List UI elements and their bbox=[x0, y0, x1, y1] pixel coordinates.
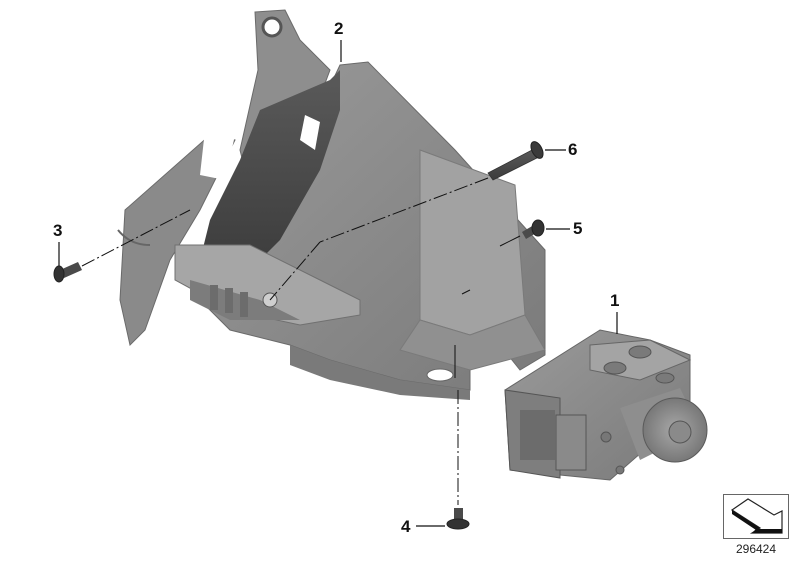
screw-part-4 bbox=[446, 508, 470, 530]
callout-2: 2 bbox=[334, 19, 344, 38]
direction-arrow-icon bbox=[730, 498, 783, 534]
callout-6: 6 bbox=[568, 140, 578, 159]
callout-1: 1 bbox=[610, 291, 620, 310]
bracket-part-2 bbox=[117, 9, 546, 400]
screw-part-3 bbox=[53, 262, 82, 283]
abs-unit-part-1 bbox=[504, 329, 708, 481]
screw-part-5 bbox=[522, 219, 545, 239]
bolt-part-6 bbox=[487, 141, 544, 181]
assembly-lines bbox=[81, 177, 521, 505]
reference-box bbox=[723, 494, 789, 539]
diagram-reference-number: 296424 bbox=[735, 542, 777, 556]
callout-3: 3 bbox=[53, 221, 63, 240]
callout-4: 4 bbox=[401, 517, 411, 536]
leader-lines bbox=[58, 40, 618, 527]
callout-5: 5 bbox=[573, 219, 583, 238]
